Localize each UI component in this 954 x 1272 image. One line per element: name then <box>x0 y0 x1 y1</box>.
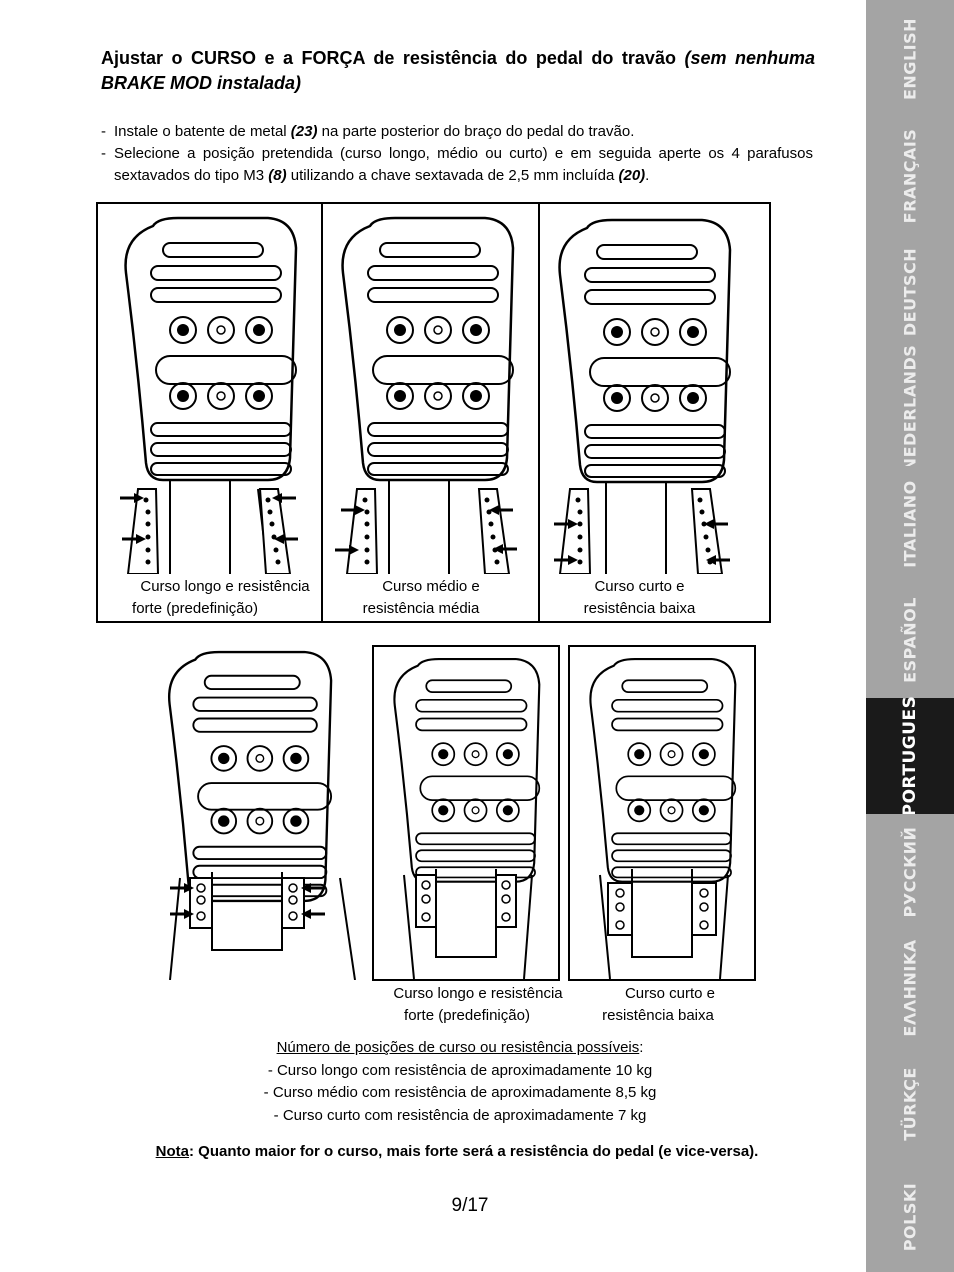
pedal-long-stroke-figure <box>118 216 300 574</box>
caption-long-stroke: Curso longo e resistência forte (predefi… <box>132 578 310 617</box>
page-number: 9/17 <box>451 1195 489 1216</box>
tab-francais[interactable]: FRANÇAIS <box>866 118 954 234</box>
instruction-text: na parte posterior do braço do pedal do … <box>317 123 635 140</box>
positions-list: Número de posições de curso ou resistênc… <box>200 1037 720 1127</box>
pedal-short-stroke-figure <box>552 218 732 574</box>
bullet-dash: - <box>101 145 106 162</box>
heading-italic: (sem nenhuma BRAKE MOD instalada) <box>101 48 815 93</box>
positions-title: Número de posições de curso ou resistênc… <box>276 1039 644 1056</box>
divider <box>538 202 540 623</box>
tab-russkiy[interactable]: РУССКИЙ <box>866 814 954 930</box>
language-tabs: ENGLISH FRANÇAIS DEUTSCH NEDERLANDS ITAL… <box>866 0 954 1272</box>
tab-ellinika[interactable]: ΕΛΛΗΝΙΚΑ <box>866 930 954 1046</box>
tab-turkce[interactable]: TÜRKÇE <box>866 1046 954 1162</box>
figure-top-row <box>96 202 771 623</box>
tab-english[interactable]: ENGLISH <box>866 0 954 118</box>
tab-portugues[interactable]: PORTUGUES <box>866 696 954 816</box>
note: Nota: Quanto maior for o curso, mais for… <box>155 1143 759 1160</box>
list-item: - Curso longo com resistência de aproxim… <box>267 1061 653 1079</box>
caption-bottom-short: Curso curto e resistência baixa <box>602 985 716 1024</box>
part-reference: (23) <box>290 123 318 140</box>
heading-main: Ajustar o CURSO e a FORÇA de resistência… <box>101 48 676 68</box>
instruction-item: - Instale o batente de metal (23) na par… <box>101 121 813 143</box>
caption-bottom-long: Curso longo e resistência forte (predefi… <box>393 985 563 1024</box>
pedal-bottom-short-figure <box>589 657 737 979</box>
instruction-text: . <box>645 167 650 184</box>
figure-bottom-long <box>372 645 560 981</box>
instruction-text: Instale o batente de metal <box>114 123 291 140</box>
instruction-text: utilizando a chave sextavada de 2,5 mm i… <box>286 167 619 184</box>
caption-medium-stroke: Curso médio e resistência média <box>362 578 480 617</box>
part-reference: (20) <box>618 167 646 184</box>
instruction-text: Selecione a posição pretendida (curso lo… <box>114 145 813 184</box>
tab-deutsch[interactable]: DEUTSCH <box>866 234 954 350</box>
bullet-dash: - <box>101 123 106 140</box>
list-item: - Curso médio com resistência de aproxim… <box>263 1084 657 1101</box>
divider <box>321 202 323 623</box>
tab-italiano[interactable]: ITALIANO <box>866 466 954 582</box>
list-item: - Curso curto com resistência de aproxim… <box>273 1106 647 1124</box>
instruction-list: - Instale o batente de metal (23) na par… <box>101 121 813 187</box>
part-reference: (8) <box>268 167 287 184</box>
figure-bottom-short <box>568 645 756 981</box>
caption-short-stroke: Curso curto e resistência baixa <box>583 578 696 617</box>
pedal-medium-stroke-figure <box>333 216 519 574</box>
pedal-bottom-long-figure <box>393 657 541 979</box>
tab-espanol[interactable]: ESPAÑOL <box>866 582 954 698</box>
tab-nederlands[interactable]: NEDERLANDS <box>866 345 954 471</box>
pedal-bracket-figure <box>167 650 356 980</box>
section-heading: Ajustar o CURSO e a FORÇA de resistência… <box>101 46 815 96</box>
tab-polski[interactable]: POLSKI <box>866 1162 954 1272</box>
instruction-item: - Selecione a posição pretendida (curso … <box>101 143 813 187</box>
